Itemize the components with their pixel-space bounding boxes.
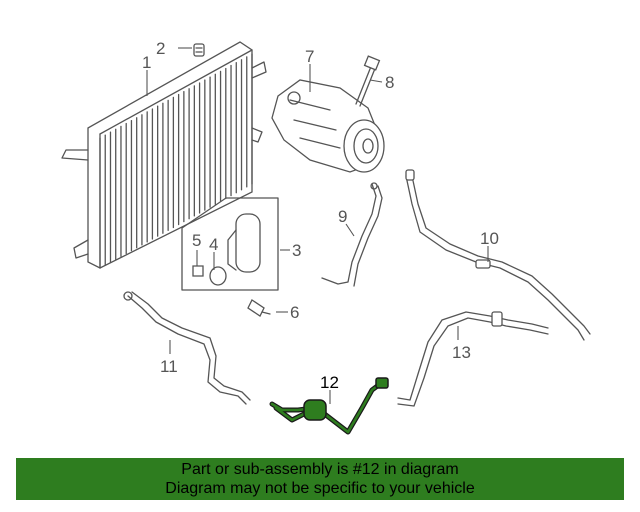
ac-line-part-9[interactable]	[321, 182, 383, 287]
callout-8[interactable]: 8	[385, 73, 394, 92]
callout-9[interactable]: 9	[338, 207, 347, 226]
ac-line-part-13[interactable]	[397, 311, 549, 407]
bolt-part-8[interactable]	[355, 55, 381, 107]
callout-6[interactable]: 6	[290, 303, 299, 322]
compressor-part[interactable]	[271, 79, 385, 173]
receiver-drier-assembly[interactable]	[181, 197, 279, 291]
bolt-part-2[interactable]	[193, 43, 205, 57]
condenser-part[interactable]	[61, 41, 267, 269]
callout-11[interactable]: 11	[160, 357, 178, 376]
banner-line-1: Part or sub-assembly is #12 in diagram	[181, 461, 459, 478]
callout-3[interactable]: 3	[292, 241, 301, 260]
callout-numbers: 1 2 3 4 5 6 7 8 9 10 11 12 13	[142, 39, 499, 392]
ac-line-part-11[interactable]	[123, 291, 251, 405]
info-banner: Part or sub-assembly is #12 in diagram D…	[16, 458, 624, 500]
callout-2[interactable]: 2	[156, 39, 165, 58]
ac-line-part-12-highlighted[interactable]	[269, 377, 389, 435]
callout-4[interactable]: 4	[209, 235, 218, 254]
callout-7[interactable]: 7	[305, 47, 314, 66]
callout-leaders	[146, 47, 489, 404]
parts-diagram: 1 2 3 4 5 6 7 8 9 10 11 12 13	[61, 39, 591, 435]
callout-12[interactable]: 12	[320, 373, 339, 392]
callout-10[interactable]: 10	[480, 229, 499, 248]
callout-13[interactable]: 13	[452, 343, 471, 362]
valve-part-6[interactable]	[247, 299, 271, 317]
banner-line-2: Diagram may not be specific to your vehi…	[165, 480, 475, 497]
callout-5[interactable]: 5	[192, 231, 201, 250]
ac-line-part-10[interactable]	[405, 169, 591, 341]
callout-1[interactable]: 1	[142, 53, 151, 72]
